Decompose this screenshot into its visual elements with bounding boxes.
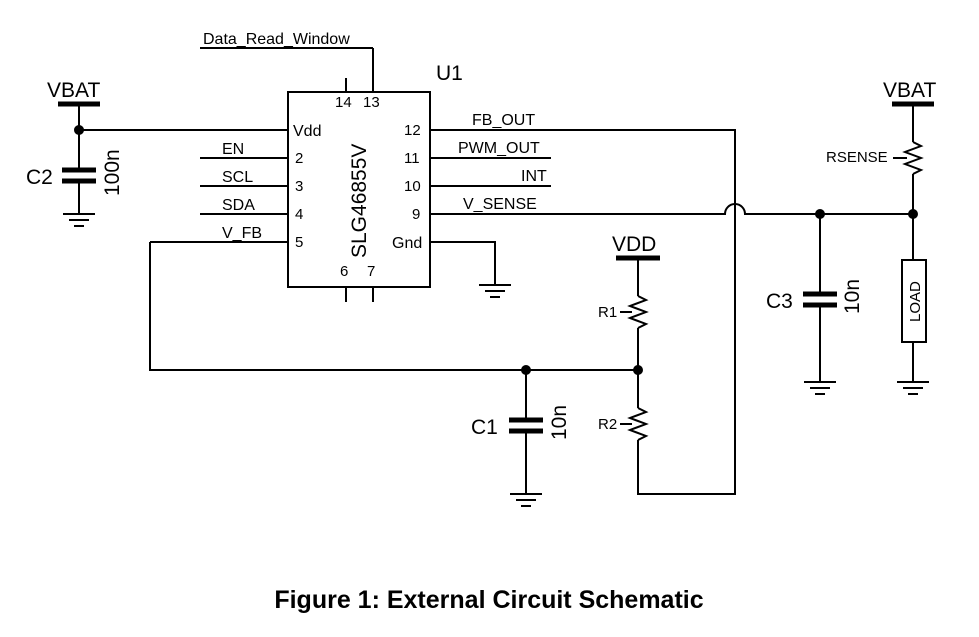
ic-gnd-net xyxy=(430,241,496,285)
pin14-number: 14 xyxy=(335,94,352,111)
data-read-window-label: Data_Read_Window xyxy=(203,31,350,48)
v-fb-loop-net xyxy=(149,242,638,371)
ic-vdd-label: Vdd xyxy=(293,123,321,140)
ic-part-label: SLG46855V xyxy=(348,144,371,258)
rsense-resistor xyxy=(902,141,924,175)
ground-symbol-c3 xyxy=(804,381,836,395)
rsense-ref-label: RSENSE xyxy=(826,149,888,166)
r2-resistor xyxy=(627,407,649,441)
pin3-number: 3 xyxy=(295,178,303,195)
v-sense-net xyxy=(430,203,913,215)
pwm-out-label: PWM_OUT xyxy=(458,140,540,157)
r1-ref-label: R1 xyxy=(598,304,617,321)
vdd-label: VDD xyxy=(612,233,656,256)
pin7-number: 7 xyxy=(367,263,375,280)
pin11-number: 11 xyxy=(404,150,420,167)
ground-symbol-c1 xyxy=(510,493,542,507)
pin12-number: 12 xyxy=(404,122,421,139)
en-label: EN xyxy=(222,141,244,158)
load-label: LOAD xyxy=(907,281,924,322)
pin9-number: 9 xyxy=(412,206,420,223)
c2-ref-label: C2 xyxy=(26,166,53,189)
scl-label: SCL xyxy=(222,169,253,186)
c2-value-label: 100n xyxy=(101,149,124,196)
v-fb-label: V_FB xyxy=(222,225,262,242)
r1-resistor xyxy=(627,295,649,329)
c1-value-label: 10n xyxy=(548,405,571,440)
ground-symbol-ic xyxy=(479,284,511,298)
figure-caption: Figure 1: External Circuit Schematic xyxy=(274,586,703,614)
c3-ref-label: C3 xyxy=(766,290,793,313)
junction-vdd xyxy=(74,125,84,135)
pin10-number: 10 xyxy=(404,178,421,195)
pin6-number: 6 xyxy=(340,263,348,280)
ic-gnd-label: Gnd xyxy=(392,235,422,252)
r2-ref-label: R2 xyxy=(598,416,617,433)
c1-capacitor xyxy=(509,417,543,494)
c3-value-label: 10n xyxy=(841,279,864,314)
ground-symbol-c2 xyxy=(63,213,95,227)
c2-capacitor xyxy=(62,167,96,214)
ic-ref-label: U1 xyxy=(436,62,463,85)
c3-capacitor xyxy=(803,291,837,382)
vbat-left-label: VBAT xyxy=(47,79,100,102)
pin13-number: 13 xyxy=(363,94,380,111)
sda-label: SDA xyxy=(222,197,255,214)
fb-out-net xyxy=(430,129,736,495)
pin4-number: 4 xyxy=(295,206,303,223)
pin2-number: 2 xyxy=(295,150,303,167)
vbat-right-label: VBAT xyxy=(883,79,936,102)
fb-out-label: FB_OUT xyxy=(472,112,535,129)
ground-symbol-load xyxy=(897,381,929,395)
int-label: INT xyxy=(521,168,547,185)
v-sense-label: V_SENSE xyxy=(463,196,537,213)
pin5-number: 5 xyxy=(295,234,303,251)
ic-body xyxy=(287,91,431,288)
c1-ref-label: C1 xyxy=(471,416,498,439)
